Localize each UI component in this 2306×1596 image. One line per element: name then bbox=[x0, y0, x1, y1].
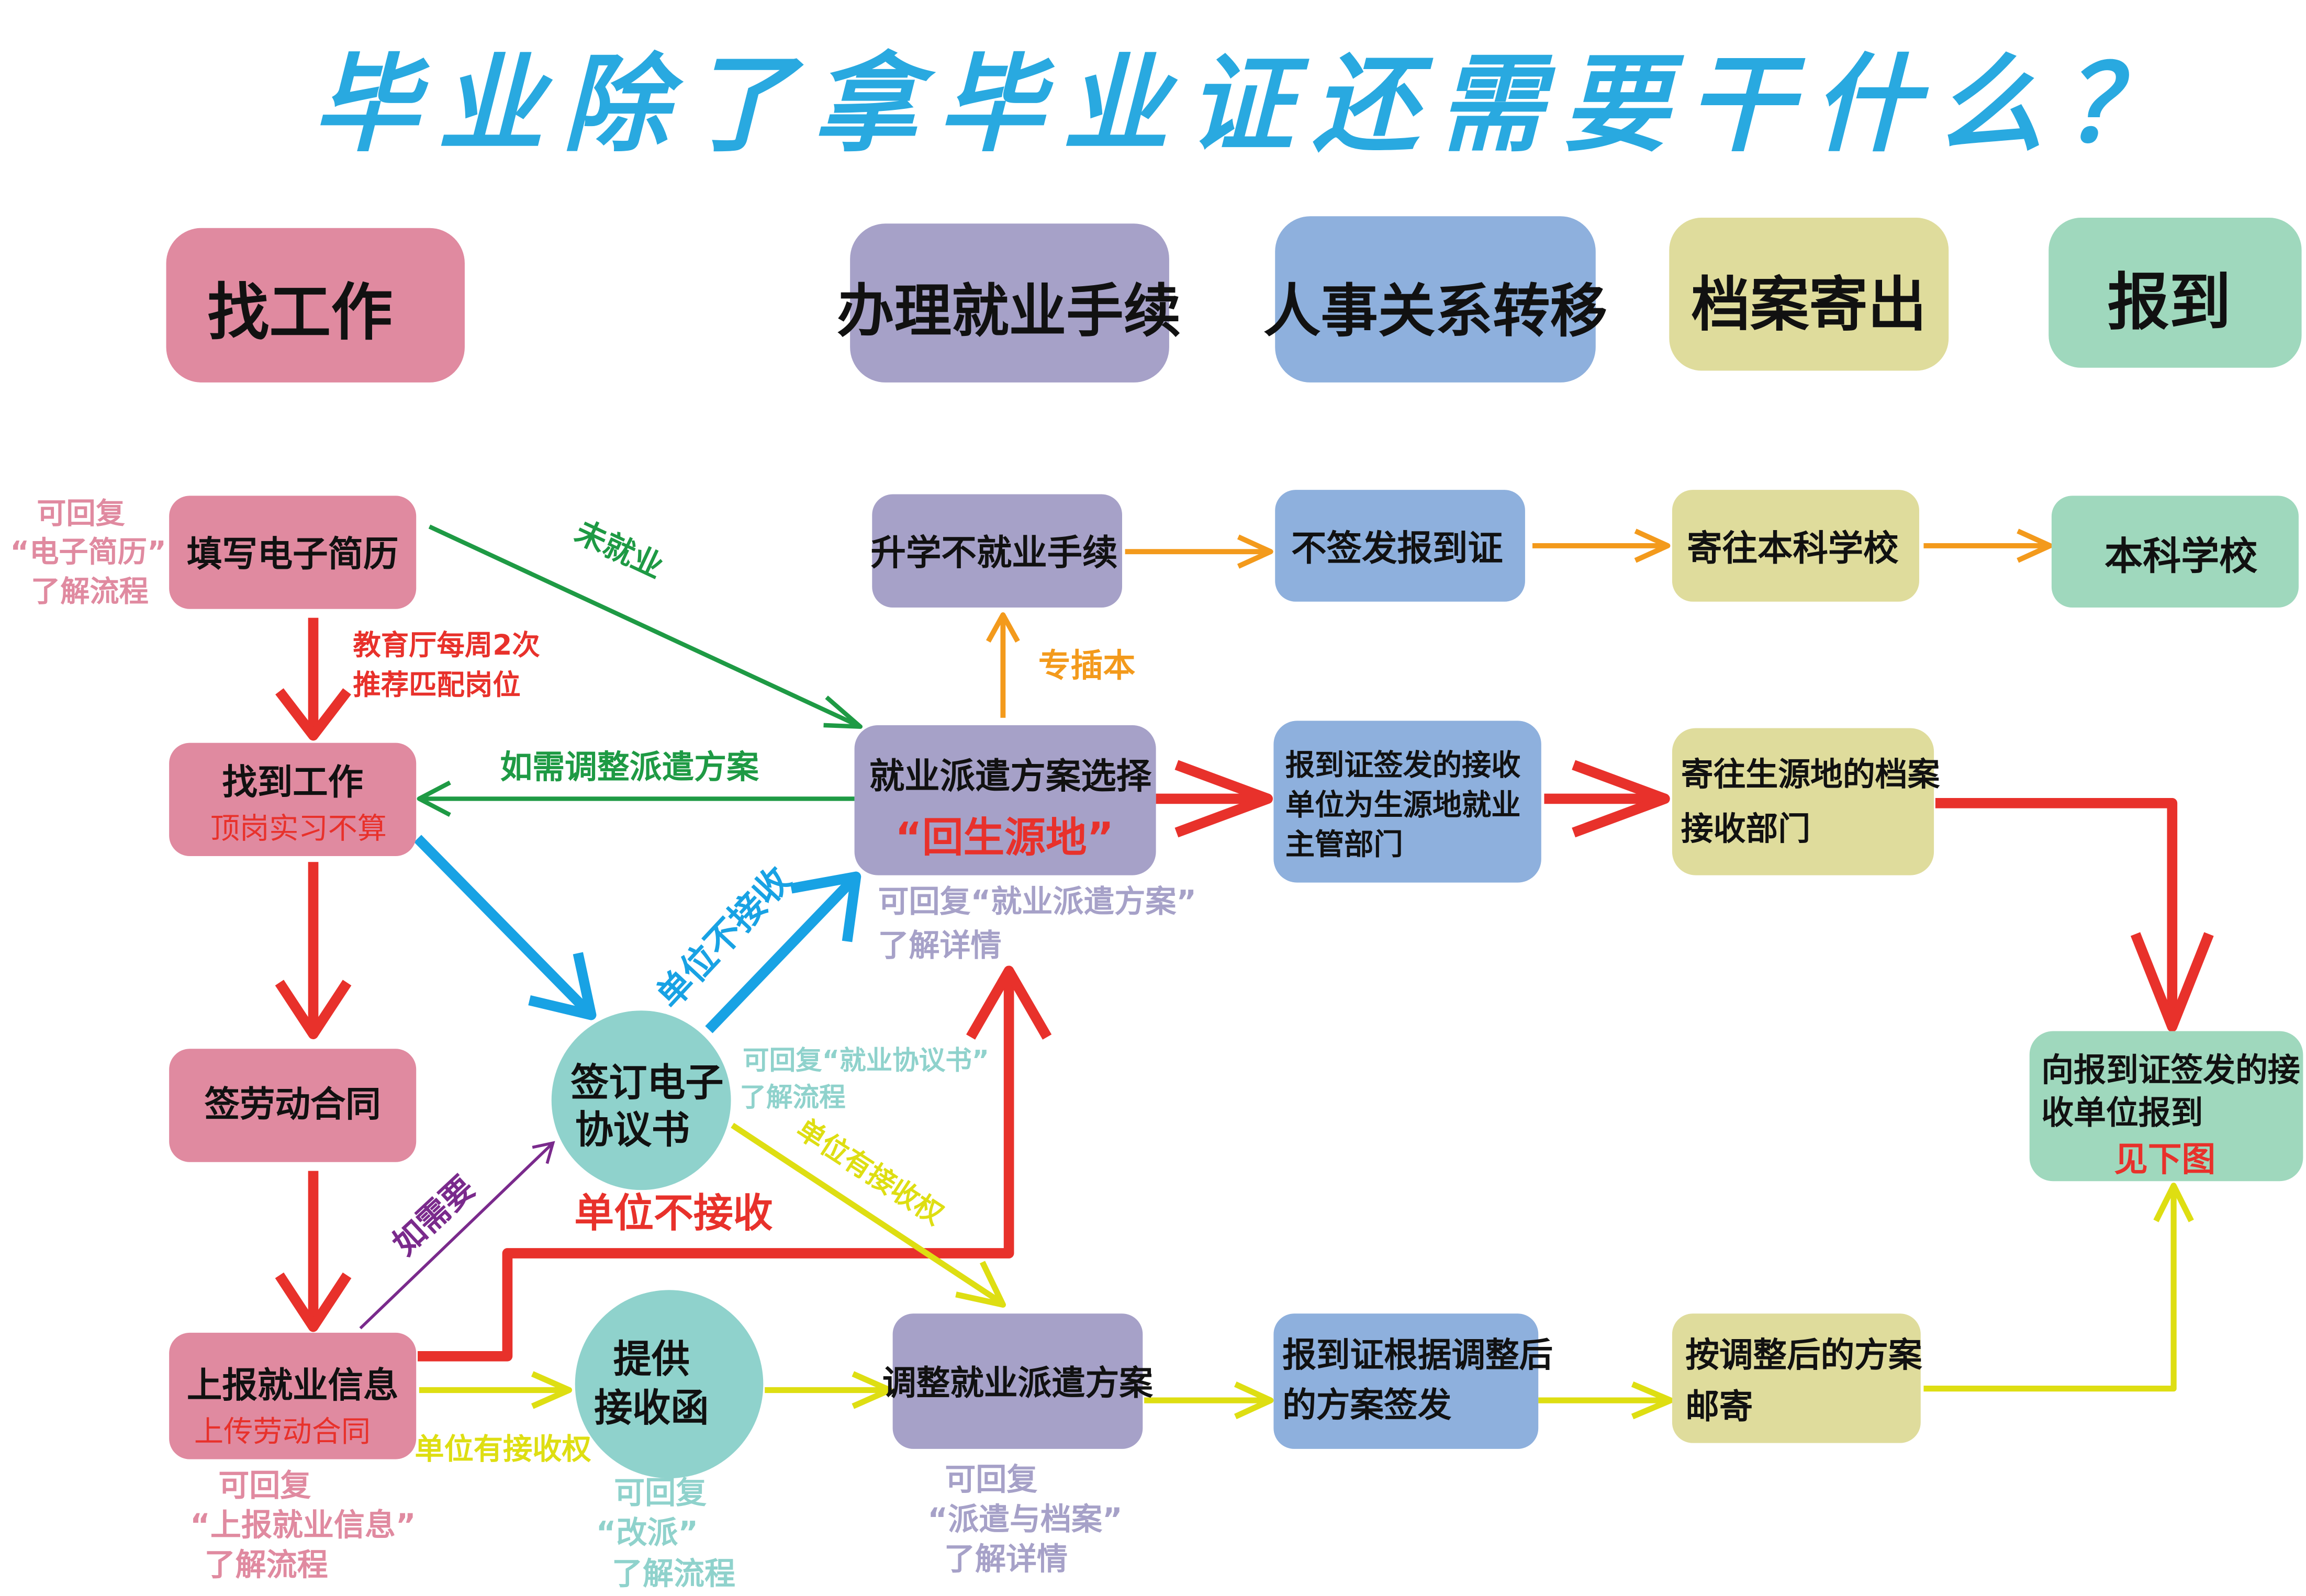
node-send-hometown: 寄往生源地的档案 接收部门 bbox=[1672, 728, 1941, 875]
node-label: 按调整后的方案 bbox=[1685, 1335, 1922, 1375]
note-line: “改派” bbox=[596, 1514, 699, 1550]
node-provide-letter: 提供 接收函 bbox=[575, 1290, 764, 1479]
arrows-yellow bbox=[419, 1122, 2194, 1420]
note-resume: 可回复 “电子简历” 了解流程 bbox=[10, 497, 166, 609]
node-report-unit: 向报到证签发的接 收单位报到 见下图 bbox=[2029, 1031, 2303, 1182]
arrows-blue bbox=[414, 835, 861, 1033]
arrow-label-unit-has-authority-bottom: 单位有接收权 bbox=[415, 1433, 591, 1467]
arrows-red-left bbox=[275, 617, 352, 1332]
arrows-red-hometown bbox=[1156, 760, 2214, 1032]
node-label: 填写电子简历 bbox=[187, 533, 399, 575]
node-label: 接收部门 bbox=[1681, 810, 1810, 848]
arrow-red-unit-not-accept bbox=[418, 965, 1052, 1362]
arrow-label-adjust-if-needed: 如需调整派遣方案 bbox=[500, 748, 759, 786]
note-line: 可回复 bbox=[945, 1462, 1037, 1498]
node-dispatch-choice: 就业派遣方案选择 “回生源地” bbox=[854, 725, 1156, 875]
note-line: 可回复“就业协议书” bbox=[743, 1045, 989, 1076]
node-label: 寄往本科学校 bbox=[1687, 527, 1899, 569]
node-label: 调整就业派遣方案 bbox=[882, 1364, 1153, 1403]
arrows-orange bbox=[986, 529, 2053, 718]
node-subnote: 上传劳动合同 bbox=[194, 1415, 371, 1449]
node-label: 签劳动合同 bbox=[205, 1084, 381, 1125]
arrow-label-unit-not-accept-red: 单位不接收 bbox=[574, 1190, 773, 1236]
note-line: 可回复“就业派遣方案” bbox=[878, 883, 1197, 919]
note-line: “电子简历” bbox=[10, 535, 166, 569]
note-agreement: 可回复“就业协议书” 了解流程 bbox=[740, 1045, 989, 1112]
node-sign-agreement: 签订电子 协议书 bbox=[551, 1010, 731, 1190]
node-label: 本科学校 bbox=[2104, 534, 2257, 579]
node-subnote: 顶岗实习不算 bbox=[210, 812, 387, 846]
note-line: 可回复 bbox=[37, 497, 125, 531]
note-line: 了解流程 bbox=[31, 575, 149, 609]
note-line: “派遣与档案” bbox=[927, 1501, 1123, 1537]
node-labor-contract: 签劳动合同 bbox=[169, 1049, 417, 1162]
header-label: 办理就业手续 bbox=[837, 277, 1181, 344]
header-label: 报到 bbox=[2108, 266, 2231, 338]
header-find-job: 找工作 bbox=[166, 228, 465, 383]
node-label: 协议书 bbox=[575, 1108, 690, 1152]
note-dispatch: 可回复“就业派遣方案” 了解详情 bbox=[878, 883, 1197, 963]
node-report-info: 上报就业信息 上传劳动合同 bbox=[169, 1332, 417, 1459]
node-label: 提供 bbox=[613, 1338, 690, 1382]
note-line: 教育厅每周2次 bbox=[353, 628, 540, 661]
header-personnel: 人事关系转移 bbox=[1263, 216, 1607, 383]
node-adjust-plan: 调整就业派遣方案 bbox=[882, 1313, 1153, 1449]
node-highlight: 见下图 bbox=[2114, 1140, 2215, 1179]
node-undergrad-school: 本科学校 bbox=[2051, 496, 2299, 608]
arrow-purple bbox=[359, 1141, 555, 1330]
node-label: 的方案签发 bbox=[1282, 1386, 1451, 1425]
note-line: 了解详情 bbox=[944, 1541, 1068, 1577]
node-label: 不签发报到证 bbox=[1291, 527, 1503, 569]
note-line: 可回复 bbox=[614, 1475, 707, 1511]
header-label: 找工作 bbox=[207, 276, 393, 349]
arrow-label-upgrade: 专插本 bbox=[1038, 647, 1136, 684]
node-cert-adjusted: 报到证根据调整后 的方案签发 bbox=[1273, 1313, 1553, 1449]
header-procedures: 办理就业手续 bbox=[837, 223, 1181, 383]
note-weekly: 教育厅每周2次 推荐匹配岗位 bbox=[353, 628, 540, 701]
arrow-label-not-employed: 未就业 bbox=[569, 513, 669, 585]
node-store-school: 寄往本科学校 bbox=[1672, 490, 1919, 602]
node-label: 单位为生源地就业 bbox=[1285, 788, 1521, 822]
note-line: 了解流程 bbox=[612, 1556, 735, 1592]
node-mail-adjusted: 按调整后的方案 邮寄 bbox=[1672, 1313, 1922, 1443]
node-label: 收单位报到 bbox=[2041, 1094, 2203, 1132]
arrows-green bbox=[417, 524, 863, 817]
header-archive: 档案寄出 bbox=[1669, 218, 1949, 371]
note-line: 了解流程 bbox=[740, 1082, 845, 1112]
node-no-report-cert: 不签发报到证 bbox=[1275, 490, 1525, 602]
node-label: 签订电子 bbox=[570, 1061, 723, 1105]
note-line: 了解流程 bbox=[205, 1547, 328, 1583]
note-line: “上报就业信息” bbox=[190, 1507, 416, 1543]
note-report: 可回复 “上报就业信息” 了解流程 bbox=[190, 1467, 416, 1583]
note-line: 推荐匹配岗位 bbox=[353, 668, 520, 701]
node-cert-hometown: 报到证签发的接收 单位为生源地就业 主管部门 bbox=[1273, 721, 1541, 883]
node-label: 寄往生源地的档案 bbox=[1681, 756, 1941, 793]
page-title: 毕业除了拿毕业证还需要干什么？ bbox=[312, 42, 2188, 166]
header-report: 报到 bbox=[2048, 218, 2302, 368]
node-label: 升学不就业手续 bbox=[871, 532, 1118, 573]
node-label: 主管部门 bbox=[1285, 828, 1403, 862]
node-label: 向报到证签发的接 bbox=[2041, 1051, 2300, 1089]
node-label: 邮寄 bbox=[1685, 1387, 1753, 1426]
note-archive: 可回复 “派遣与档案” 了解详情 bbox=[927, 1462, 1123, 1577]
node-label: 找到工作 bbox=[222, 761, 363, 803]
arrow-label-if-needed: 如需要 bbox=[385, 1169, 482, 1263]
node-highlight: “回生源地” bbox=[895, 814, 1114, 862]
node-fill-resume: 填写电子简历 bbox=[169, 496, 417, 609]
node-label: 报到证根据调整后 bbox=[1282, 1335, 1553, 1375]
node-found-job: 找到工作 顶岗实习不算 bbox=[169, 743, 417, 857]
node-label: 报到证签发的接收 bbox=[1285, 748, 1521, 782]
note-line: 可回复 bbox=[218, 1467, 311, 1503]
node-label: 接收函 bbox=[594, 1386, 709, 1430]
arrow-label-unit-not-accept-blue: 单位不接收 bbox=[648, 859, 799, 1016]
node-label: 就业派遣方案选择 bbox=[869, 756, 1152, 797]
header-label: 档案寄出 bbox=[1691, 271, 1927, 339]
note-line: 了解详情 bbox=[878, 927, 1002, 963]
header-label: 人事关系转移 bbox=[1263, 277, 1607, 344]
node-further-study: 升学不就业手续 bbox=[871, 494, 1122, 608]
note-reassign: 可回复 “改派” 了解流程 bbox=[596, 1475, 735, 1592]
node-label: 上报就业信息 bbox=[187, 1364, 399, 1406]
